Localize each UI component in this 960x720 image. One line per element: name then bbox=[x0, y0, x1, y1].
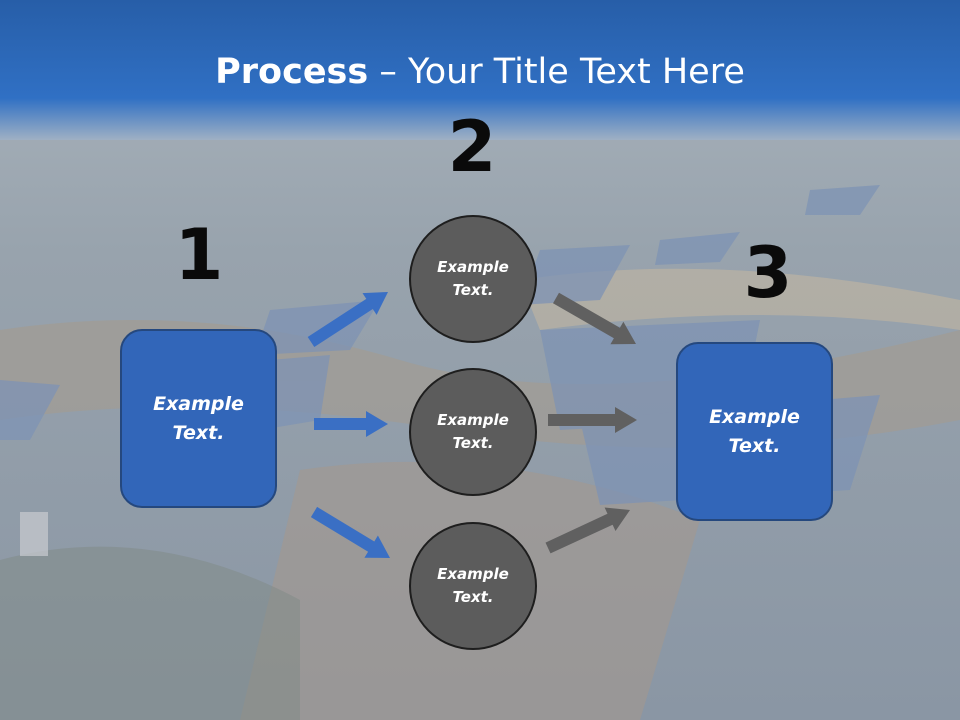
step-number-1: 1 bbox=[174, 214, 224, 296]
slide-title: Process – Your Title Text Here bbox=[0, 52, 960, 92]
title-rest: – Your Title Text Here bbox=[368, 52, 745, 92]
circle-middle[interactable]: Example Text. bbox=[409, 368, 537, 496]
step-number-3: 3 bbox=[743, 232, 793, 314]
circle-bottom[interactable]: Example Text. bbox=[409, 522, 537, 650]
left-process-box[interactable]: Example Text. bbox=[120, 329, 277, 508]
circle-top[interactable]: Example Text. bbox=[409, 215, 537, 343]
step-number-2: 2 bbox=[447, 106, 497, 188]
title-bold: Process bbox=[215, 52, 369, 92]
right-process-box[interactable]: Example Text. bbox=[676, 342, 833, 521]
